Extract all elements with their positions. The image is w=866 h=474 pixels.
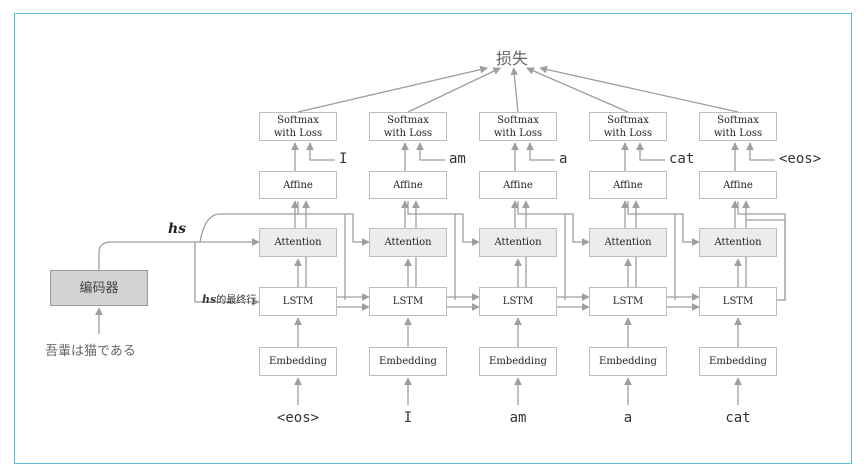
lstm-box: LSTM bbox=[589, 287, 667, 316]
embedding-box: Embedding bbox=[699, 347, 777, 376]
lstm-box: LSTM bbox=[369, 287, 447, 316]
attention-box: Attention bbox=[699, 228, 777, 257]
embedding-box: Embedding bbox=[479, 347, 557, 376]
hs-label: hs bbox=[168, 221, 187, 237]
embedding-box: Embedding bbox=[589, 347, 667, 376]
target-token: a bbox=[559, 151, 568, 167]
affine-box: Affine bbox=[699, 171, 777, 199]
source-sentence: 吾輩は猫である bbox=[45, 344, 136, 359]
encoder-to-lstm-arrow bbox=[194, 242, 260, 306]
hs-to-attention-arrow bbox=[675, 213, 700, 246]
affine-box: Affine bbox=[589, 171, 667, 199]
diagram-frame bbox=[14, 13, 852, 464]
affine-box: Affine bbox=[479, 171, 557, 199]
softmax-to-loss-arrow bbox=[539, 65, 739, 113]
hs-to-attention-arrow bbox=[565, 213, 590, 246]
affine-box: Affine bbox=[369, 171, 447, 199]
softmax-line2: with Loss bbox=[493, 127, 543, 139]
encoder-hs-to-attention-arrow bbox=[98, 238, 260, 270]
hs-feed-wire bbox=[517, 201, 566, 300]
softmax-line1: Softmax bbox=[717, 114, 759, 126]
target-to-softmax-arrow bbox=[746, 142, 775, 161]
last-column-wire bbox=[746, 219, 786, 301]
softmax-line1: Softmax bbox=[277, 114, 319, 126]
target-to-softmax-arrow bbox=[526, 142, 555, 161]
softmax-to-loss-arrow bbox=[510, 67, 519, 113]
softmax-to-loss-arrow bbox=[526, 67, 629, 113]
softmax-line2: with Loss bbox=[603, 127, 653, 139]
loss-label: 损失 bbox=[496, 49, 529, 68]
hs-feed-wire bbox=[407, 201, 456, 300]
hs-last-row-suffix: 的最终行 bbox=[216, 295, 257, 306]
softmax-to-loss-arrow bbox=[297, 65, 488, 113]
hs-last-row-label: hs的最终行 bbox=[202, 291, 256, 306]
embedding-box: Embedding bbox=[369, 347, 447, 376]
target-to-softmax-arrow bbox=[636, 142, 665, 161]
input-token: cat bbox=[725, 410, 751, 426]
affine-box: Affine bbox=[259, 171, 337, 199]
hs-to-attention-arrow bbox=[345, 213, 370, 246]
input-token: I bbox=[403, 410, 413, 426]
target-token: I bbox=[339, 151, 348, 167]
target-to-softmax-arrow bbox=[306, 142, 335, 161]
hs-feed-wire bbox=[627, 201, 676, 300]
target-token: <eos> bbox=[779, 151, 822, 167]
hs-bus-wire bbox=[199, 213, 298, 243]
attention-box: Attention bbox=[589, 228, 667, 257]
softmax-line2: with Loss bbox=[713, 127, 763, 139]
softmax-line1: Softmax bbox=[607, 114, 649, 126]
hs-to-attention-arrow bbox=[455, 213, 480, 246]
softmax-line1: Softmax bbox=[497, 114, 539, 126]
softmax-line2: with Loss bbox=[273, 127, 323, 139]
target-token: am bbox=[449, 151, 466, 167]
input-token: am bbox=[509, 410, 527, 426]
target-token: cat bbox=[669, 151, 695, 167]
lstm-box: LSTM bbox=[699, 287, 777, 316]
attention-box: Attention bbox=[479, 228, 557, 257]
hs-last-row-hs: hs bbox=[202, 293, 217, 306]
input-token: a bbox=[623, 410, 633, 426]
lstm-box: LSTM bbox=[259, 287, 337, 316]
input-token: <eos> bbox=[276, 410, 320, 426]
softmax-to-loss-arrow bbox=[407, 67, 502, 113]
softmax-line2: with Loss bbox=[383, 127, 433, 139]
attention-box: Attention bbox=[259, 228, 337, 257]
embedding-box: Embedding bbox=[259, 347, 337, 376]
hs-feed-wire bbox=[297, 201, 346, 300]
target-to-softmax-arrow bbox=[416, 142, 445, 161]
lstm-box: LSTM bbox=[479, 287, 557, 316]
softmax-line1: Softmax bbox=[387, 114, 429, 126]
encoder-box: 编码器 bbox=[50, 270, 148, 306]
attention-box: Attention bbox=[369, 228, 447, 257]
